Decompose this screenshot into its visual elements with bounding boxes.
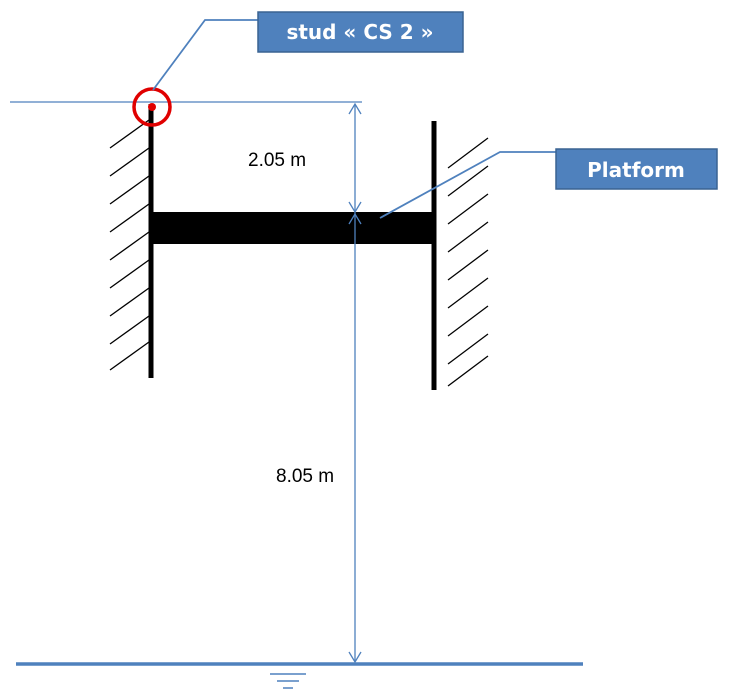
right-soil-hatching [447,137,489,387]
left-soil-hatching [109,119,150,371]
stud-callout-label: stud « CS 2 » [286,20,433,44]
stud-callout-leader [152,19,258,91]
lower-dimension-label: 8.05 m [276,466,334,487]
upper-dimension-label: 2.05 m [248,150,306,171]
platform-callout-label: Platform [587,158,685,182]
stud-marker [132,87,172,127]
stud-callout-box [257,11,464,53]
platform-slab [151,212,434,244]
water-level-symbol-icon [270,673,306,689]
platform-callout-box [555,148,718,190]
dimension-line [348,102,362,664]
platform-callout-leader [379,151,556,219]
